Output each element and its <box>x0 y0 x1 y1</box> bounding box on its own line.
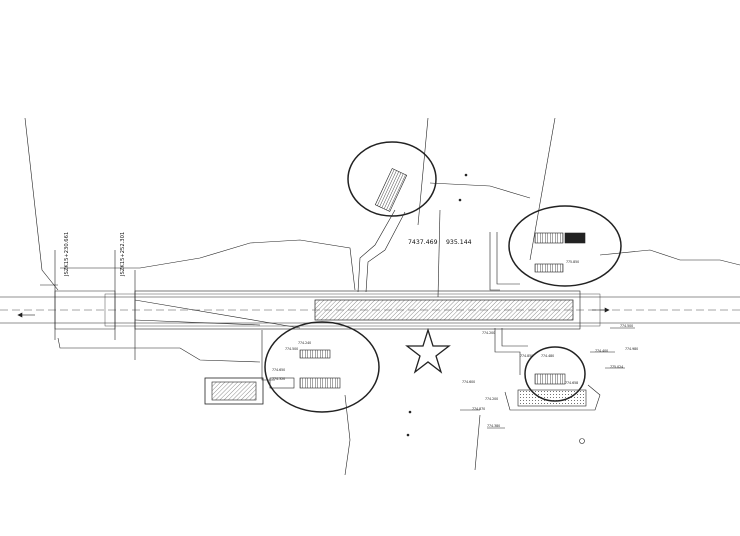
boundary-line-right <box>599 249 740 266</box>
elevation-label-16: 774.658 <box>565 381 578 385</box>
elevation-label-9: 774.500 <box>620 324 633 328</box>
elevation-label-11: 774.600 <box>462 380 475 384</box>
bottom-left-building-inner <box>211 381 257 401</box>
platform-area <box>314 299 574 321</box>
boundary-line-left <box>24 117 59 291</box>
elevation-label-13: 774.870 <box>472 407 485 411</box>
elevation-label-15: 774.240 <box>298 341 311 345</box>
escalator-right-top-a <box>534 232 564 244</box>
elevation-label-12: 774.200 <box>485 397 498 401</box>
chainage-left-a: JSZK15+230.661 <box>64 232 70 277</box>
diagonal-line-1 <box>134 299 301 329</box>
chainage-center: 7437.469 <box>408 239 438 246</box>
elevation-label-5: 774.850 <box>520 354 533 358</box>
elevation-label-4: 774.200 <box>482 331 495 335</box>
boundary-line-top-right <box>429 182 531 199</box>
dot-marker-2 <box>458 198 462 202</box>
arrow-head-left <box>17 312 23 318</box>
elevation-label-2: 774.500 <box>285 347 298 351</box>
chainage-center-b: 935.144 <box>446 239 472 246</box>
bottom-left-building <box>204 377 264 405</box>
boundary-line-right-diag <box>529 117 556 261</box>
boundary-line-bottom-right <box>474 414 481 471</box>
elevation-label-17: 774.320 <box>272 377 285 381</box>
bottom-right-passage-b <box>501 328 528 347</box>
elevation-label-6: 774.480 <box>541 354 554 358</box>
survey-point <box>579 438 585 444</box>
bottom-right-platform <box>517 389 587 407</box>
boundary-line-upper <box>60 239 356 291</box>
arrow-head-right <box>604 307 610 313</box>
top-entrance-passage-a <box>357 209 396 293</box>
right-top-passage-b <box>496 232 520 285</box>
boundary-line-bottom <box>344 394 351 476</box>
elevation-label-14: 774.380 <box>487 424 500 428</box>
highlight-circle-bottom-left <box>264 321 380 413</box>
escalator-right-top-b <box>534 263 564 273</box>
boundary-line-lower-left <box>57 337 261 363</box>
chainage-left-b: JSZK15+252.301 <box>120 232 126 277</box>
diagonal-line-2 <box>134 319 261 326</box>
elevation-label-7: 774.980 <box>625 347 638 351</box>
right-top-passage <box>489 232 500 291</box>
escalator-bottom-left-a <box>299 349 331 359</box>
top-entrance-passage-b <box>365 211 406 293</box>
bottom-right-outline <box>504 384 601 411</box>
dot-marker-1 <box>464 173 468 177</box>
escalator-bottom-left-c <box>269 377 295 389</box>
highlight-circle-right-top <box>508 205 622 287</box>
location-star <box>405 327 451 374</box>
elevation-label-1: 774.650 <box>272 368 285 372</box>
highlight-circle-bottom-right <box>524 346 586 402</box>
elevation-label-10: 775.024 <box>610 365 623 369</box>
bottom-left-passage <box>261 330 275 381</box>
diagonal-line-3 <box>437 209 441 298</box>
highlight-circle-top <box>347 141 437 217</box>
bottom-right-passage <box>494 328 521 375</box>
escalator-right-top-c <box>564 232 586 244</box>
dot-marker-4 <box>406 433 410 437</box>
escalator-top <box>374 168 408 212</box>
dot-marker-3 <box>408 410 412 414</box>
escalator-bottom-left-b <box>299 377 341 389</box>
boundary-line-top-diag <box>417 117 429 226</box>
elevation-label-8: 774.400 <box>595 349 608 353</box>
escalator-bottom-right <box>534 373 566 385</box>
elevation-label-3: 775.850 <box>566 260 579 264</box>
